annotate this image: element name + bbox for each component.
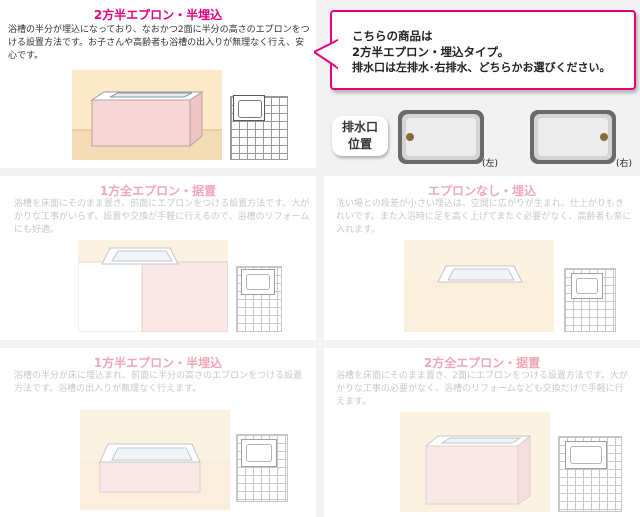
- bathtub-1way-half-apron-drawing: [80, 410, 230, 510]
- drain-hole-right: [600, 133, 608, 141]
- panel-title: 1方全エプロン・据置: [99, 184, 217, 198]
- product-info-panel: こちらの商品は 2方半エプロン・埋込タイプ。 排水口は左排水･右排水、どちらかお…: [314, 0, 640, 169]
- bathtub-illustration: [72, 70, 222, 160]
- tub-left-drain-image[interactable]: [396, 108, 486, 166]
- panel-description: 洗い場との段差が小さい埋込は、空間に広がりが生まれ、仕上がりもきれいです。また入…: [336, 199, 632, 235]
- drain-label-line-1: 排水口: [341, 120, 378, 134]
- bathtub-illustration: [400, 412, 550, 512]
- bathtub-2way-full-apron-drawing: [400, 412, 550, 512]
- floor-plan-tub: [233, 95, 265, 121]
- floor-plan-tiles: [230, 95, 288, 160]
- floor-plan-tub: [571, 273, 603, 299]
- callout-line-1: こちらの商品は: [352, 29, 433, 43]
- panel-title: エプロンなし・埋込: [427, 184, 536, 198]
- panel-1way-half-apron: 1方半エプロン・半埋込 浴槽の半分が床に埋込まれ、前面に半分の高さのエプロンをつ…: [0, 348, 316, 517]
- bathtub-illustration: [80, 410, 230, 510]
- bathtub-2way-half-apron-drawing: [72, 70, 222, 160]
- bathtub-no-apron-drawing: [404, 240, 554, 332]
- floor-plan-tub: [565, 441, 607, 469]
- panel-title: 1方半エプロン・半埋込: [93, 356, 223, 370]
- panel-no-apron-sunken: エプロンなし・埋込 洗い場との段差が小さい埋込は、空間に広がりが生まれ、仕上がり…: [324, 176, 640, 340]
- product-callout: こちらの商品は 2方半エプロン・埋込タイプ。 排水口は左排水･右排水、どちらかお…: [330, 10, 636, 90]
- floor-plan-tub-basin: [570, 446, 602, 464]
- panel-description: 浴槽を床面にそのまま置き、前面にエプロンをつける設置方法です。大がかりな工事がい…: [14, 199, 310, 235]
- callout-pointer: [314, 38, 338, 70]
- drain-label-line-2: 位置: [347, 137, 372, 151]
- floor-plan-tiles: [558, 436, 622, 512]
- floor-plan-tub-basin: [576, 278, 598, 294]
- panel-title: 2方半エプロン・半埋込: [93, 8, 223, 22]
- drain-hole-left: [406, 133, 414, 141]
- tub-right-drain-image[interactable]: [528, 108, 618, 166]
- floor-plan-tub-basin: [238, 100, 262, 118]
- floor-plan-tub: [241, 439, 277, 467]
- floor-plan-tiles: [236, 266, 282, 332]
- bathtub-illustration: [404, 240, 554, 332]
- floor-plan-tiles: [564, 268, 616, 332]
- callout-line-2: 2方半エプロン・埋込タイプ。: [352, 45, 510, 59]
- bathtub-illustration: [77, 240, 229, 333]
- floor-plan-tub-basin: [246, 274, 270, 290]
- bathtub-1way-full-apron-drawing: [77, 240, 229, 333]
- panel-title: 2方全エプロン・据置: [423, 356, 541, 370]
- panel-description: 浴槽の半分が埋込になっており、なおかつ2面に半分の高さのエプロンをつける設置方法…: [8, 25, 310, 61]
- floor-plan-tiles: [236, 434, 288, 502]
- drain-left-caption: (左): [482, 159, 499, 169]
- panel-2way-half-apron: 2方半エプロン・半埋込 浴槽の半分が埋込になっており、なおかつ2面に半分の高さの…: [0, 0, 316, 168]
- callout-line-3: 排水口は左排水･右排水、どちらかお選びください。: [352, 61, 611, 74]
- floor-plan-tub: [241, 269, 275, 295]
- background-divider: [316, 0, 324, 517]
- panel-1way-full-apron: 1方全エプロン・据置 浴槽を床面にそのまま置き、前面にエプロンをつける設置方法で…: [0, 176, 316, 340]
- panel-description: 浴槽を床面にそのまま置き、2面にエプロンをつける設置方法です。大がかりな工事の必…: [336, 371, 629, 407]
- panel-description: 浴槽の半分が床に埋込まれ、前面に半分の高さのエプロンをつける設置方法です。浴槽の…: [14, 371, 303, 394]
- floor-plan-tub-basin: [246, 444, 272, 462]
- drain-right-caption: (右): [616, 159, 633, 169]
- panel-2way-full-apron: 2方全エプロン・据置 浴槽を床面にそのまま置き、2面にエプロンをつける設置方法で…: [324, 348, 640, 517]
- drain-position-label: 排水口 位置: [332, 116, 388, 156]
